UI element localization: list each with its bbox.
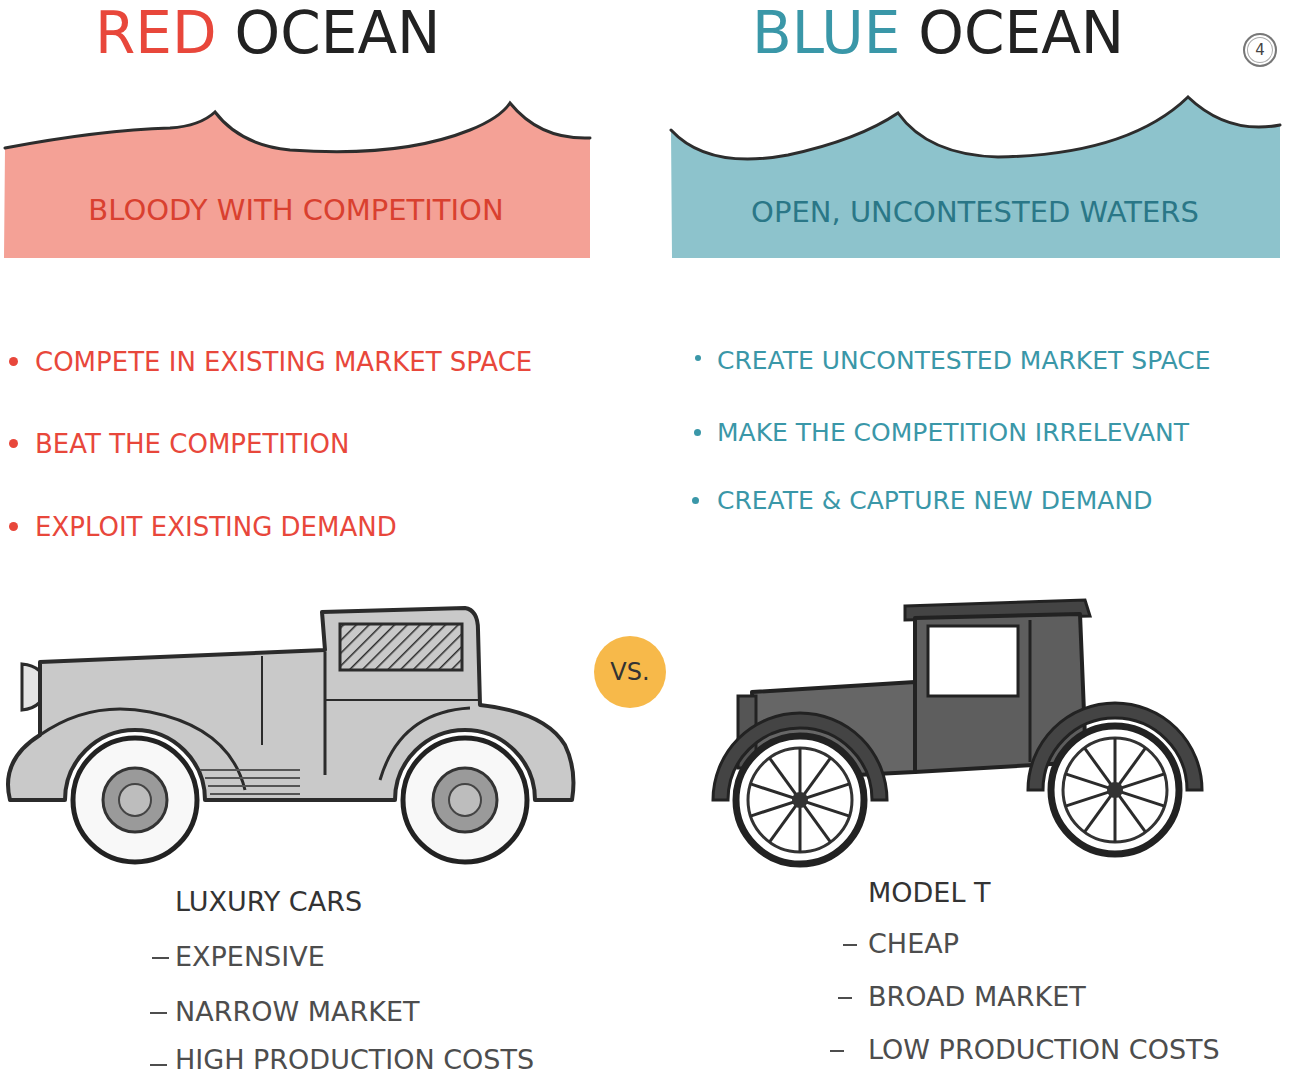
bullet-dot <box>9 357 18 366</box>
dash-mark <box>843 944 857 946</box>
red-ocean-band: BLOODY WITH COMPETITION <box>0 100 592 260</box>
car-spokes <box>1066 738 1165 842</box>
car-door-line <box>324 652 327 775</box>
dash-mark <box>838 997 852 999</box>
page-number-circle: 4 <box>1243 33 1277 67</box>
bullet-dot <box>692 497 699 504</box>
car-cabin <box>915 614 1086 772</box>
car-window <box>928 626 1018 696</box>
bullet-text: COMPETE IN EXISTING MARKET SPACE <box>35 346 532 378</box>
car-caption-item: EXPENSIVE <box>175 941 325 973</box>
car-hub <box>1107 782 1123 798</box>
car-spokes <box>751 748 850 852</box>
car-rim <box>1063 738 1167 842</box>
car-wheel <box>73 738 197 862</box>
band-text: OPEN, UNCONTESTED WATERS <box>751 195 1199 230</box>
wave-line <box>671 97 1280 159</box>
bullet-text: MAKE THE COMPETITION IRRELEVANT <box>717 417 1189 449</box>
circle-text: VS. <box>610 658 649 687</box>
car-caption-item: LOW PRODUCTION COSTS <box>868 1034 1220 1066</box>
bullet-dot <box>695 355 701 361</box>
car-caption-item: NARROW MARKET <box>175 996 420 1028</box>
heading-word: RED <box>95 4 217 62</box>
car-door-line <box>261 656 263 745</box>
car-wheel <box>1051 726 1179 854</box>
wave-shape <box>0 100 592 260</box>
luxury-car <box>8 608 573 862</box>
model-t-car <box>713 600 1202 864</box>
car-hub-cap <box>449 784 481 816</box>
car-wheel <box>403 738 527 862</box>
heading-word: OCEAN <box>918 4 1124 62</box>
vs-circle: VS. <box>594 636 666 708</box>
bullet-text: BEAT THE COMPETITION <box>35 428 349 460</box>
car-caption-item: CHEAP <box>868 928 959 960</box>
band-text: BLOODY WITH COMPETITION <box>88 193 503 228</box>
wave-shape <box>668 95 1282 260</box>
bullet-text: EXPLOIT EXISTING DEMAND <box>35 511 397 543</box>
car-hub-cap <box>119 784 151 816</box>
wave-line <box>5 103 590 152</box>
car-window <box>340 624 462 670</box>
car-caption-title: MODEL T <box>868 877 991 909</box>
car-door-line <box>1029 620 1032 762</box>
bullet-dot <box>694 429 701 436</box>
dash-mark <box>150 1012 167 1014</box>
wave-fill <box>671 97 1280 258</box>
car-caption-item: BROAD MARKET <box>868 981 1086 1013</box>
car-hub <box>433 768 497 832</box>
car-rim <box>748 748 852 852</box>
car-wheel <box>736 736 864 864</box>
dash-mark <box>830 1050 844 1052</box>
blue-ocean-band: OPEN, UNCONTESTED WATERS <box>668 95 1282 260</box>
dash-mark <box>150 1064 167 1066</box>
bullet-dot <box>9 522 18 531</box>
heading-word: BLUE <box>752 4 900 62</box>
bullet-dot <box>9 439 18 448</box>
bullet-text: CREATE UNCONTESTED MARKET SPACE <box>717 345 1211 377</box>
car-hub <box>103 768 167 832</box>
car-belt-line <box>325 699 478 701</box>
car-hub <box>792 792 808 808</box>
wave-fill <box>4 103 590 258</box>
bullet-text: CREATE & CAPTURE NEW DEMAND <box>717 485 1152 517</box>
dash-mark <box>152 957 169 959</box>
car-caption-item: HIGH PRODUCTION COSTS <box>175 1044 534 1076</box>
car-caption-title: LUXURY CARS <box>175 886 362 918</box>
heading-word: OCEAN <box>235 4 441 62</box>
running-board-hatch <box>200 770 300 794</box>
circle-text: 4 <box>1255 41 1265 59</box>
